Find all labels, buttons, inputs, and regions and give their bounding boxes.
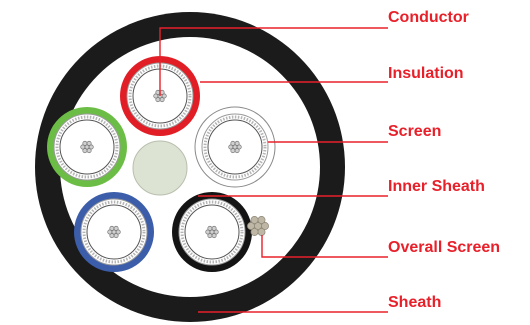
red-core-strand [161, 93, 167, 99]
label-overall-screen: Overall Screen [388, 239, 500, 256]
label-insulation: Insulation [388, 65, 464, 82]
blue-core-strand [107, 229, 113, 235]
black-core-strand [213, 229, 219, 235]
red-core-strand [153, 93, 159, 99]
green-core-screen-texture [55, 115, 119, 179]
overall-screen-wire [257, 228, 266, 236]
center-filler [132, 140, 188, 196]
blue-core-strand [113, 233, 119, 239]
leader-lines [159, 27, 388, 313]
overall-screen-wire [257, 216, 266, 224]
overall-screen-wire [261, 222, 269, 230]
blue-core [74, 192, 154, 272]
green-core-strand [82, 148, 88, 154]
black-core-strand [211, 225, 217, 231]
blue-core-conductor [107, 225, 121, 239]
green-core-conductor [80, 140, 94, 154]
labels: Conductor Insulation Screen Inner Sheath… [388, 9, 500, 311]
black-core-strand [205, 229, 211, 235]
green-core-strand [82, 140, 88, 146]
black-core-strand [207, 225, 213, 231]
green-core [47, 107, 127, 187]
white-core [194, 106, 276, 188]
red-core-strand [155, 97, 161, 103]
white-core-strand [230, 148, 236, 154]
red-core-strand [159, 97, 165, 103]
overall-screen-wire [250, 228, 259, 236]
blue-core-strand [109, 233, 115, 239]
leader-line-conductor [159, 27, 388, 96]
white-core-strand [234, 140, 240, 146]
white-core-strand [228, 144, 234, 150]
white-core-strand [230, 140, 236, 146]
green-core-strand [80, 144, 86, 150]
blue-core-strand [113, 225, 119, 231]
black-core-strand [207, 233, 213, 239]
label-screen: Screen [388, 123, 441, 140]
black-core-screen-texture [180, 200, 244, 264]
overall-screen-wire [247, 222, 255, 230]
green-core-strand [86, 140, 92, 146]
red-core-conductor [153, 89, 167, 103]
black-core-conductor [205, 225, 219, 239]
white-core-strand [234, 148, 240, 154]
white-core-conductor [228, 140, 242, 154]
leader-line-overall-screen [261, 235, 388, 258]
blue-core-screen-texture [82, 200, 146, 264]
overall-screen-wire [250, 216, 259, 224]
blue-core-strand [109, 225, 115, 231]
label-sheath: Sheath [388, 294, 441, 311]
green-core-strand [86, 148, 92, 154]
white-core-strand [236, 144, 242, 150]
label-inner-sheath: Inner Sheath [388, 178, 485, 195]
blue-core-strand [115, 229, 121, 235]
white-core-screen-texture [203, 115, 267, 179]
black-core-strand [211, 233, 217, 239]
black-core [172, 192, 252, 272]
label-conductor: Conductor [388, 9, 469, 26]
green-core-strand [88, 144, 94, 150]
